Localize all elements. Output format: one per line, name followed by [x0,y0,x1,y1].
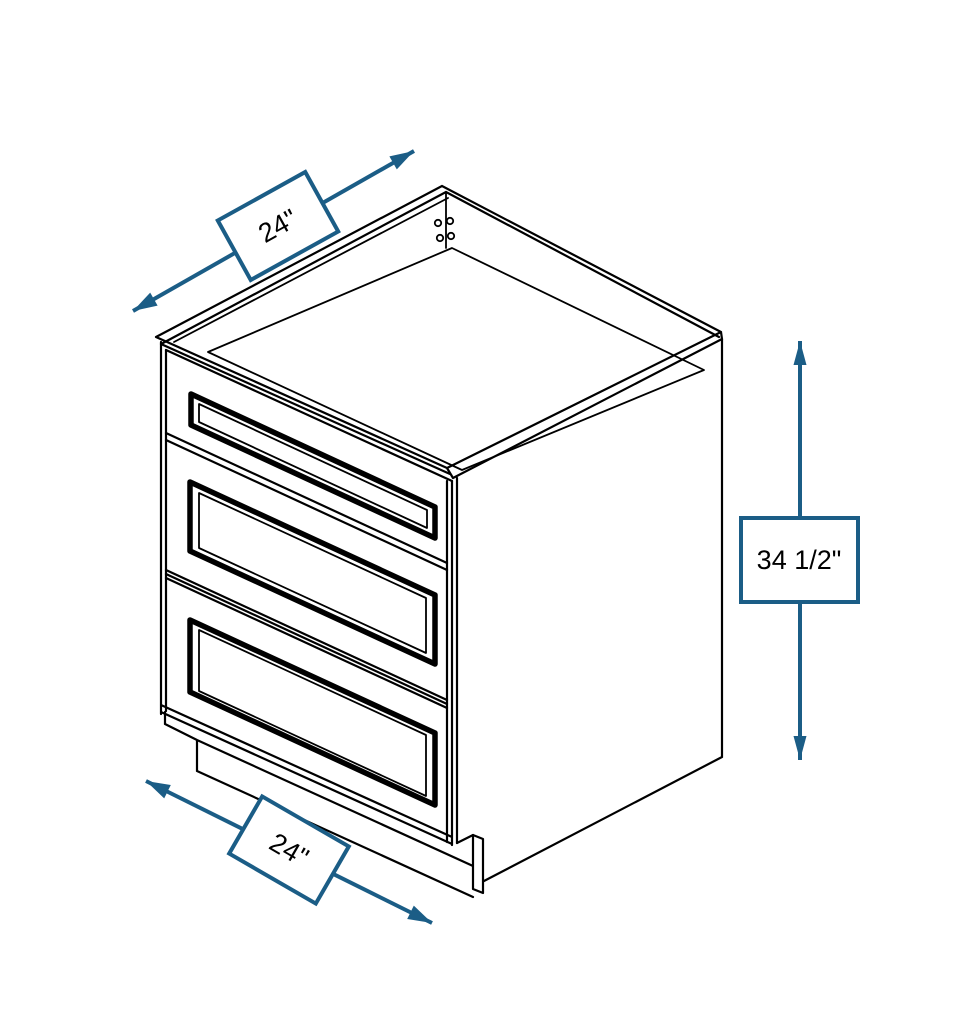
width-label-box [226,793,352,907]
drawer-1-front [188,391,438,541]
screw-hole-icon [446,231,456,241]
interior-edges [173,191,705,471]
drawer-1-panel-inner [198,403,428,529]
toe-kick [163,710,485,899]
screw-holes [433,216,456,243]
face-frame-edges [159,340,459,847]
arrowhead-up-left-icon [146,781,171,799]
arrowhead-down-left-icon [133,292,158,311]
drawer-gap-lines [164,431,449,710]
toe-kick-end-cap [471,833,485,895]
width-dimension: 24" [145,779,433,925]
drawer-2-panel-inner [198,492,427,654]
arrowhead-down-right-icon [407,905,432,923]
drawer-2-panel-outer [187,479,438,667]
toe-kick-edges [163,710,475,899]
drawer-2-front [187,479,438,667]
drawer-3-panel-inner [198,629,427,797]
screw-hole-icon [433,218,443,228]
depth-label-box [215,169,341,283]
side-panel-edges [482,337,724,883]
cabinet-drawing [154,184,724,899]
screw-hole-icon [435,233,445,243]
width-dimension-label: 24" [226,793,352,907]
drawer-3-panel-outer [187,617,438,808]
arrowhead-up-icon [793,341,807,365]
height-dimension: 34 1/2" [739,341,860,760]
depth-dimension-label: 24" [215,169,341,283]
screw-hole-icon [445,216,455,226]
height-label-text: 34 1/2" [757,545,842,575]
height-dimension-label: 34 1/2" [739,516,860,604]
drawer-1-panel-outer [188,391,438,541]
arrowhead-down-icon [793,736,807,760]
depth-dimension: 24" [132,149,415,313]
drawer-3-front [187,617,438,808]
height-label-box [739,516,860,604]
top-rim-edges [154,184,724,483]
arrowhead-up-right-icon [389,151,414,170]
